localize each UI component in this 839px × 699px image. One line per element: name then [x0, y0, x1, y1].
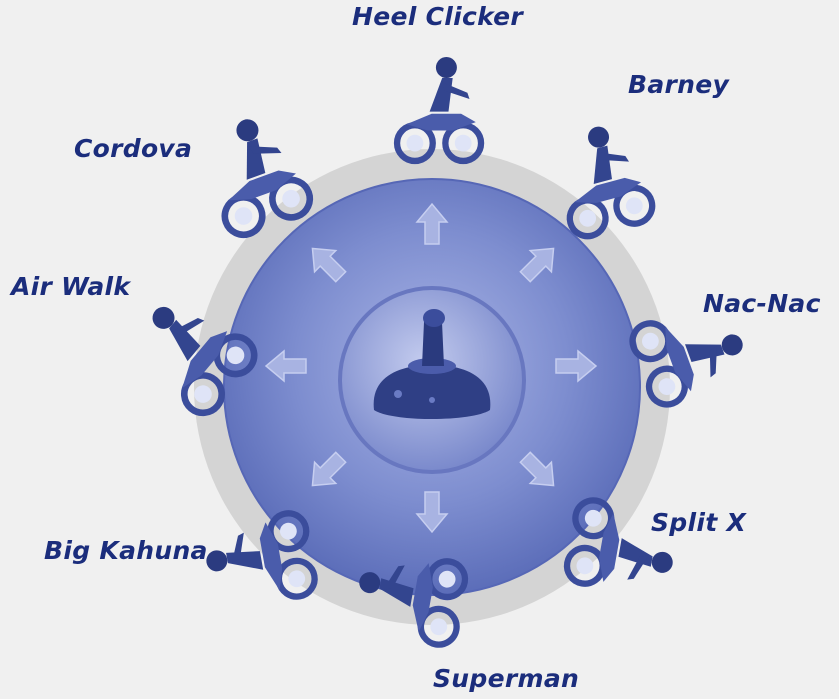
label-superman: Superman	[433, 664, 579, 693]
label-cordova: Cordova	[74, 134, 192, 163]
label-nac-nac: Nac-Nac	[703, 289, 821, 318]
label-air-walk: Air Walk	[11, 272, 130, 301]
label-split-x: Split X	[651, 508, 746, 537]
label-heel-clicker: Heel Clicker	[352, 2, 523, 31]
label-barney: Barney	[628, 70, 729, 99]
label-big-kahuna: Big Kahuna	[44, 536, 208, 565]
heel-clicker-rider-icon	[397, 57, 481, 161]
